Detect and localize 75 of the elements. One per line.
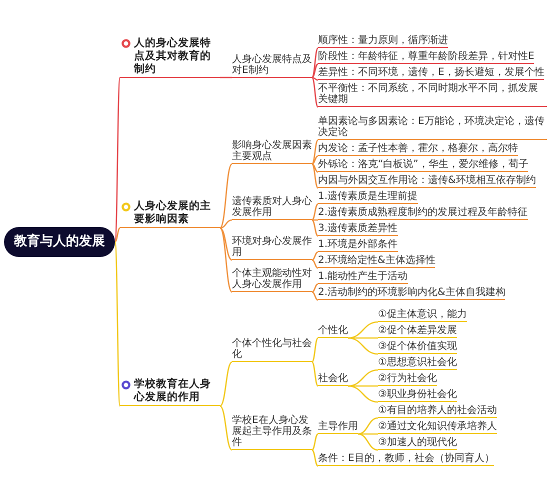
topic-label: 主导作用 xyxy=(318,421,358,434)
branch-line xyxy=(348,321,378,339)
branch-line xyxy=(348,337,378,355)
branch-line xyxy=(358,417,378,435)
topic-label: ②行为社会化 xyxy=(378,373,437,386)
topic-label: 内因与外因交互作用论：遗传&环境相互依存制约 xyxy=(318,175,536,188)
branch-line xyxy=(348,385,378,403)
branch-line xyxy=(358,433,378,451)
topic-label: 环境对身心发展作用 xyxy=(232,236,312,260)
topic-label: 学校教育在人身心发展的作用 xyxy=(120,378,220,406)
branch-line xyxy=(312,251,318,261)
branch-line xyxy=(312,338,318,362)
topic-label: 差异性：不同环境，遗传，E，扬长避短，发展个性 xyxy=(318,67,544,80)
topic-label: 条件：E目的，教师，社会（协同育人） xyxy=(318,453,494,466)
branch-line xyxy=(312,259,318,269)
topic-label: 社会化 xyxy=(318,373,348,386)
topic-label: 影响身心发展因素主要观点 xyxy=(232,140,312,164)
branch-line xyxy=(220,227,232,261)
branch-line xyxy=(312,450,318,466)
branch-line xyxy=(312,48,318,78)
branch-line xyxy=(312,219,318,221)
central-topic: 教育与人的发展 xyxy=(4,226,115,257)
branch-line xyxy=(220,228,232,292)
branch-line xyxy=(220,361,232,407)
topic-label: ③加速人的现代化 xyxy=(378,437,457,450)
branch-line xyxy=(220,164,232,228)
topic-label: ①思想意识社会化 xyxy=(378,357,457,370)
branch-line xyxy=(312,434,318,450)
topic-label: 1.能动性产生于活动 xyxy=(318,271,408,284)
topic-label: 内发论：孟子性本善，霍尔，格赛尔，高尔特 xyxy=(318,143,518,156)
topic-label: 阶段性：年龄特征，尊重年龄阶段差异，针对性E xyxy=(318,51,534,64)
topic-label: 顺序性：量力原则，循序渐进 xyxy=(318,35,448,48)
topic-label: 个性化 xyxy=(318,325,348,338)
topic-label: 2.活动制约的环境影响内化&主体自我建构 xyxy=(318,287,506,300)
topic-label: 3.遗传素质差异性 xyxy=(318,223,398,236)
branch-line xyxy=(348,369,378,387)
topic-label: 个体主观能动性对人身心发展作用 xyxy=(232,268,312,292)
branch-line xyxy=(312,204,318,220)
branch-line xyxy=(220,76,232,78)
branch-line xyxy=(312,77,318,108)
branch-line xyxy=(220,219,232,229)
topic-label: ②通过文化知识传承培养人 xyxy=(378,421,497,434)
topic-label: ①促主体意识，能力 xyxy=(378,309,467,322)
branch-line xyxy=(312,220,318,236)
topic-label: 1.遗传素质是生理前提 xyxy=(318,191,418,204)
topic-label: ①有目的培养人的社会活动 xyxy=(378,405,497,418)
branch-line xyxy=(114,228,120,242)
topic-label: 人身心发展的主要影响因素 xyxy=(120,200,220,228)
branch-line xyxy=(312,76,318,81)
topic-label: 人的身心发展特点及其对教育的制约 xyxy=(120,36,220,78)
branch-line xyxy=(312,155,318,165)
branch-line xyxy=(312,164,318,188)
branch-line xyxy=(312,283,318,293)
topic-label: 学校E在人身心发展起主导作用及条件 xyxy=(232,415,312,450)
topic-label: ③促个体价值实现 xyxy=(378,341,457,354)
branch-line xyxy=(114,77,121,242)
branch-line xyxy=(312,291,318,301)
topic-label: 不平衡性：不同系统，不同时期水平不同，抓发展关键期 xyxy=(318,83,547,107)
branch-line xyxy=(358,433,378,435)
topic-label: ③职业身份社会化 xyxy=(378,389,457,402)
branch-line xyxy=(312,140,318,164)
branch-line xyxy=(220,405,232,451)
topic-label: 个体个性化与社会化 xyxy=(232,338,312,362)
topic-label: 遗传素质对人身心发展作用 xyxy=(232,196,312,220)
topic-label: 2.环境给定性&主体选择性 xyxy=(318,255,436,268)
branch-line xyxy=(312,362,318,386)
topic-label: 外铄论：洛克“白板说”，华生，爱尔维修，荀子 xyxy=(318,159,528,172)
topic-label: 单因素论与多因素论：E万能论，环境决定论，遗传决定论 xyxy=(318,116,547,140)
topic-label: 人身心发展特点及对E制约 xyxy=(232,54,312,78)
branch-line xyxy=(114,242,121,406)
branch-line xyxy=(312,163,318,173)
topic-label: 2.遗传素质成熟程度制约的发展过程及年龄特征 xyxy=(318,207,528,220)
topic-label: 1.环境是外部条件 xyxy=(318,239,398,252)
topic-label: ②促个体差异发展 xyxy=(378,325,457,338)
branch-line xyxy=(312,63,318,78)
